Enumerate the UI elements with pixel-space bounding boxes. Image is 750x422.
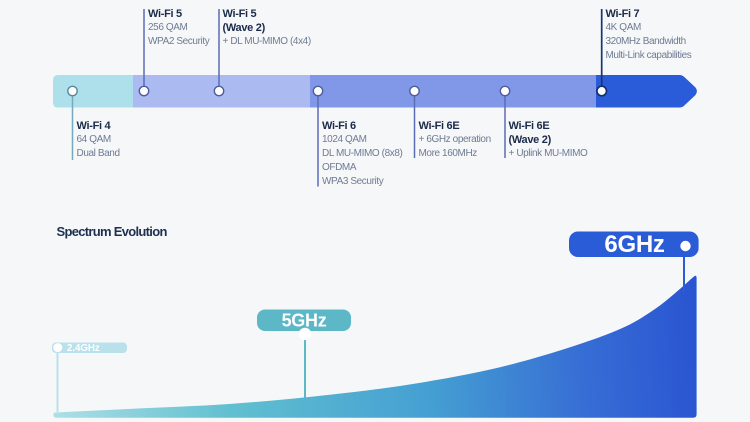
svg-text:6GHz: 6GHz [604,231,664,258]
svg-text:5GHz: 5GHz [282,311,327,331]
svg-text:2.4GHz: 2.4GHz [67,343,100,354]
